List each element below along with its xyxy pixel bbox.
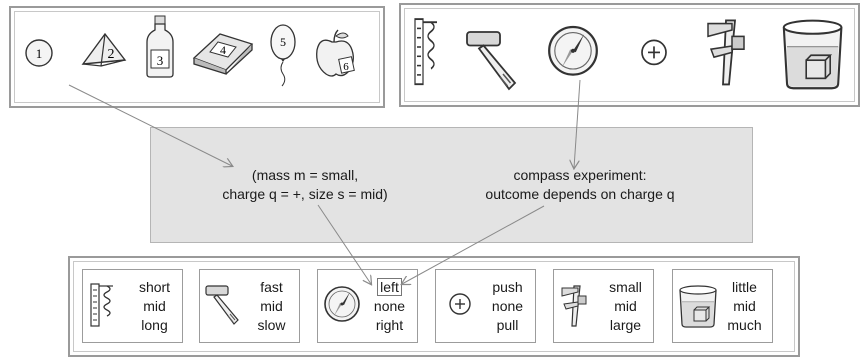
outcome-word: small <box>609 279 642 295</box>
beaker-cube-icon <box>679 285 717 328</box>
outcome-word: push <box>492 279 523 295</box>
hammer-icon <box>205 285 239 325</box>
caliper-icon <box>561 285 587 327</box>
outcome-word: mid <box>143 298 166 314</box>
compass-icon <box>324 286 360 322</box>
outcome-word: much <box>727 317 762 333</box>
spring-scale-icon <box>413 18 439 86</box>
caliper-icon <box>707 19 745 86</box>
object-description-line1: (mass m = small, <box>251 167 359 183</box>
coin-1-label: 1 <box>36 46 43 61</box>
outcome-word: little <box>732 279 757 295</box>
outcome-card-compass: left none right <box>317 269 418 343</box>
object-description: (mass m = small, charge q = +, size s = … <box>190 166 420 204</box>
outcome-word: none <box>373 298 406 314</box>
apple-6-icon: 6 <box>316 29 355 77</box>
plus-charge-icon <box>641 39 667 66</box>
object-description-line2: charge q = +, size s = mid) <box>222 186 388 202</box>
experiment-description-line1: compass experiment: <box>513 167 647 183</box>
outcome-word: long <box>141 317 168 333</box>
outcome-card-spring: short mid long <box>82 269 183 343</box>
tools-panel <box>399 3 860 107</box>
outcome-card-caliper: small mid large <box>553 269 654 343</box>
beaker-cube-icon <box>782 19 843 90</box>
outcome-word: mid <box>614 298 637 314</box>
balloon-5-icon: 5 <box>270 24 296 87</box>
plus-charge-icon <box>449 293 471 315</box>
book-4-label: 4 <box>220 43 226 57</box>
apple-6-label: 6 <box>343 61 349 73</box>
experiment-description: compass experiment: outcome depends on c… <box>460 166 700 204</box>
outcome-word: short <box>138 279 171 295</box>
outcome-word-selected: left <box>377 278 402 296</box>
coin-1-icon: 1 <box>25 39 53 67</box>
outcome-word: mid <box>260 298 283 314</box>
outcome-card-charge: push none pull <box>435 269 536 343</box>
spring-scale-icon <box>90 283 114 327</box>
outcome-word: large <box>609 317 642 333</box>
outcome-card-hammer: fast mid slow <box>199 269 300 343</box>
bottle-3-label: 3 <box>157 53 164 68</box>
outcome-word: right <box>375 317 404 333</box>
outcome-card-beaker: little mid much <box>672 269 773 343</box>
tetrahedron-2-label: 2 <box>108 47 115 62</box>
outcome-word: mid <box>733 298 756 314</box>
tetrahedron-2-icon: 2 <box>81 32 127 67</box>
book-4-icon: 4 <box>192 33 254 75</box>
hammer-icon <box>466 31 516 90</box>
bottle-3-icon: 3 <box>146 15 174 78</box>
outcome-word: pull <box>496 317 519 333</box>
outcome-word: fast <box>260 279 283 295</box>
experiment-description-line2: outcome depends on charge q <box>485 186 675 202</box>
balloon-5-label: 5 <box>280 35 286 49</box>
outcome-word: slow <box>257 317 286 333</box>
compass-icon <box>548 25 598 76</box>
outcome-word: none <box>491 298 524 314</box>
